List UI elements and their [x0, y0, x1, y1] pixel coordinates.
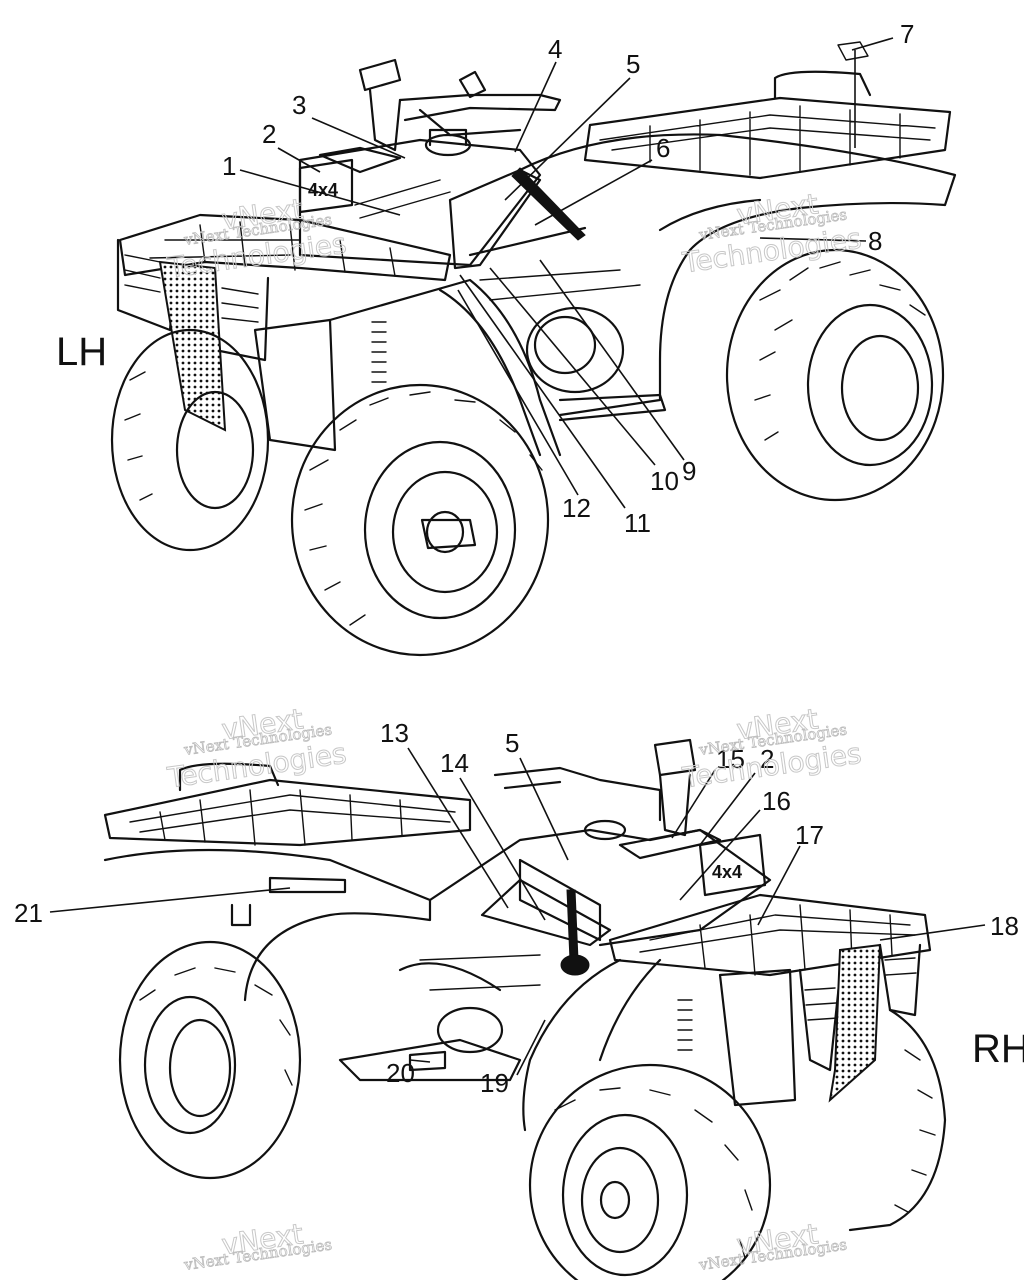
lh-callout-8: 8: [868, 226, 882, 256]
lh-callout-1: 1: [222, 151, 236, 181]
watermark-2: vNext vNext Technologies Technologies: [679, 187, 864, 280]
watermark-6: vNext vNext Technologies: [697, 1217, 849, 1275]
rh-leader-lines: [49, 747, 986, 1076]
lh-callout-6: 6: [656, 133, 670, 163]
lh-view: 4x4: [56, 19, 957, 657]
watermark-5: vNext vNext Technologies: [182, 1217, 334, 1275]
lh-callout-5: 5: [626, 49, 640, 79]
lh-atv-drawing: 4x4: [110, 58, 957, 657]
rh-callout-19: 19: [480, 1068, 509, 1098]
rh-side-label: RH: [972, 1027, 1024, 1071]
lh-leader-lines: [239, 37, 894, 509]
rh-callout-15: 15: [716, 744, 745, 774]
rh-atv-drawing: 4x4: [103, 738, 947, 1280]
lh-side-label: LH: [56, 330, 107, 374]
lh-callout-10: 10: [650, 466, 679, 496]
lh-callout-3: 3: [292, 90, 306, 120]
lh-callout-7: 7: [900, 19, 914, 49]
rh-callout-14: 14: [440, 748, 469, 778]
lh-callout-2: 2: [262, 119, 276, 149]
rh-callout-5: 5: [505, 728, 519, 758]
lh-callouts: 1 2 3 4 5 6 7 8 9 10 11 12: [222, 19, 914, 538]
rh-callout-21: 21: [14, 898, 43, 928]
rh-callout-20: 20: [386, 1058, 415, 1088]
rh-callout-2: 2: [760, 744, 774, 774]
lh-callout-11: 11: [624, 508, 651, 538]
rh-callout-18: 18: [990, 911, 1019, 941]
watermark-4: vNext vNext Technologies Technologies: [679, 702, 864, 795]
rh-callout-17: 17: [795, 820, 824, 850]
lh-callout-9: 9: [682, 456, 696, 486]
rh-callout-16: 16: [762, 786, 791, 816]
lh-callout-4: 4: [548, 34, 562, 64]
rh-callout-13: 13: [380, 718, 409, 748]
svg-text:4x4: 4x4: [712, 862, 742, 882]
lh-callout-12: 12: [562, 493, 591, 523]
rh-callouts: 13 14 5 15 2 16 17 18 19 20 21: [14, 718, 1019, 1098]
rh-view: 4x4: [14, 718, 1024, 1280]
watermark-3: vNext vNext Technologies Technologies: [164, 702, 349, 795]
